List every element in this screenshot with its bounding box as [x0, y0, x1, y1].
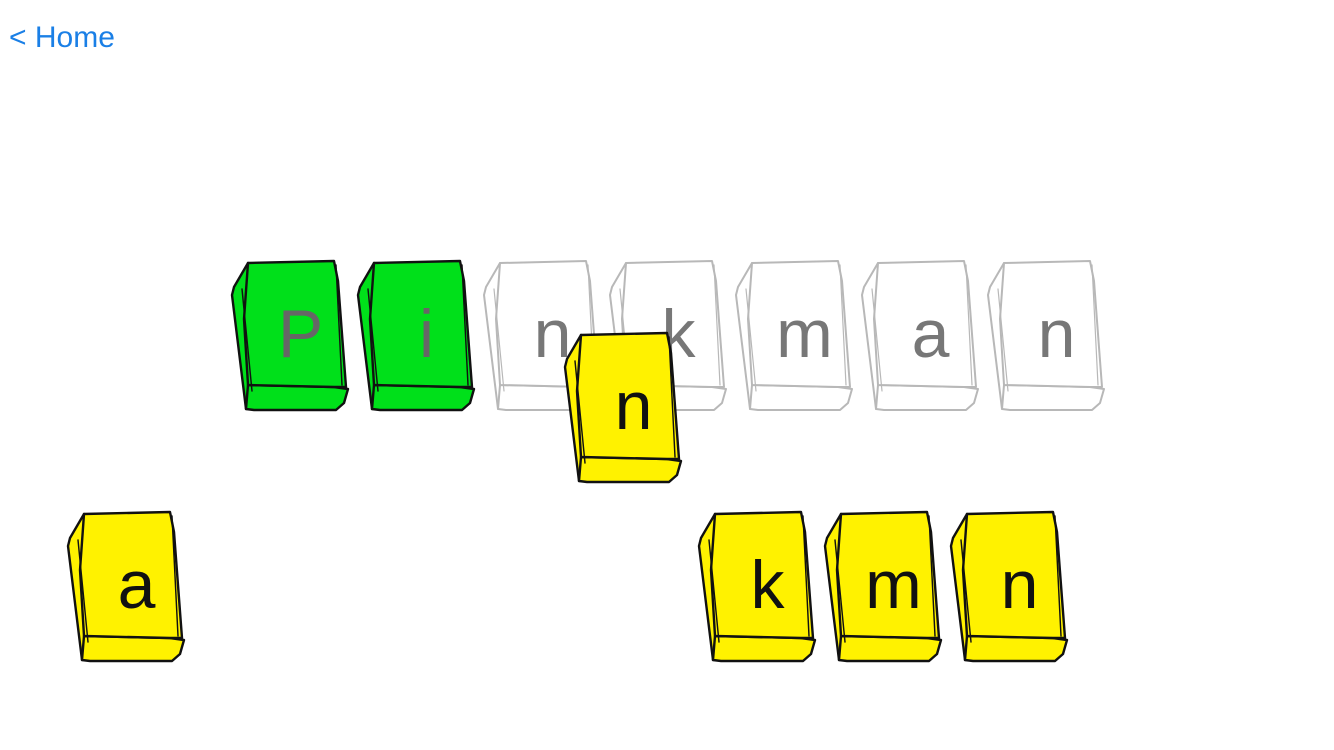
- tile-outline: [735, 260, 853, 411]
- tile-block: [66, 510, 186, 663]
- tile-outline: [987, 260, 1105, 411]
- dragging-letter-tile[interactable]: n: [563, 331, 688, 486]
- letter-tile[interactable]: m: [823, 510, 948, 665]
- word-slot-empty[interactable]: a: [860, 259, 985, 414]
- word-slot-solved: P: [230, 259, 355, 414]
- letter-tile[interactable]: n: [949, 510, 1074, 665]
- letter-tile[interactable]: a: [66, 510, 191, 665]
- home-back-link[interactable]: < Home: [9, 21, 115, 54]
- tile-block: [356, 259, 476, 412]
- word-slot-empty[interactable]: n: [986, 259, 1111, 414]
- tile-block: [949, 510, 1069, 663]
- tile-block: [823, 510, 943, 663]
- word-slot-solved: i: [356, 259, 481, 414]
- tile-block: [230, 259, 350, 412]
- tile-outline: [861, 260, 979, 411]
- tile-block: [697, 510, 817, 663]
- word-slot-empty[interactable]: m: [734, 259, 859, 414]
- tile-block: [563, 331, 683, 484]
- letter-tile[interactable]: k: [697, 510, 822, 665]
